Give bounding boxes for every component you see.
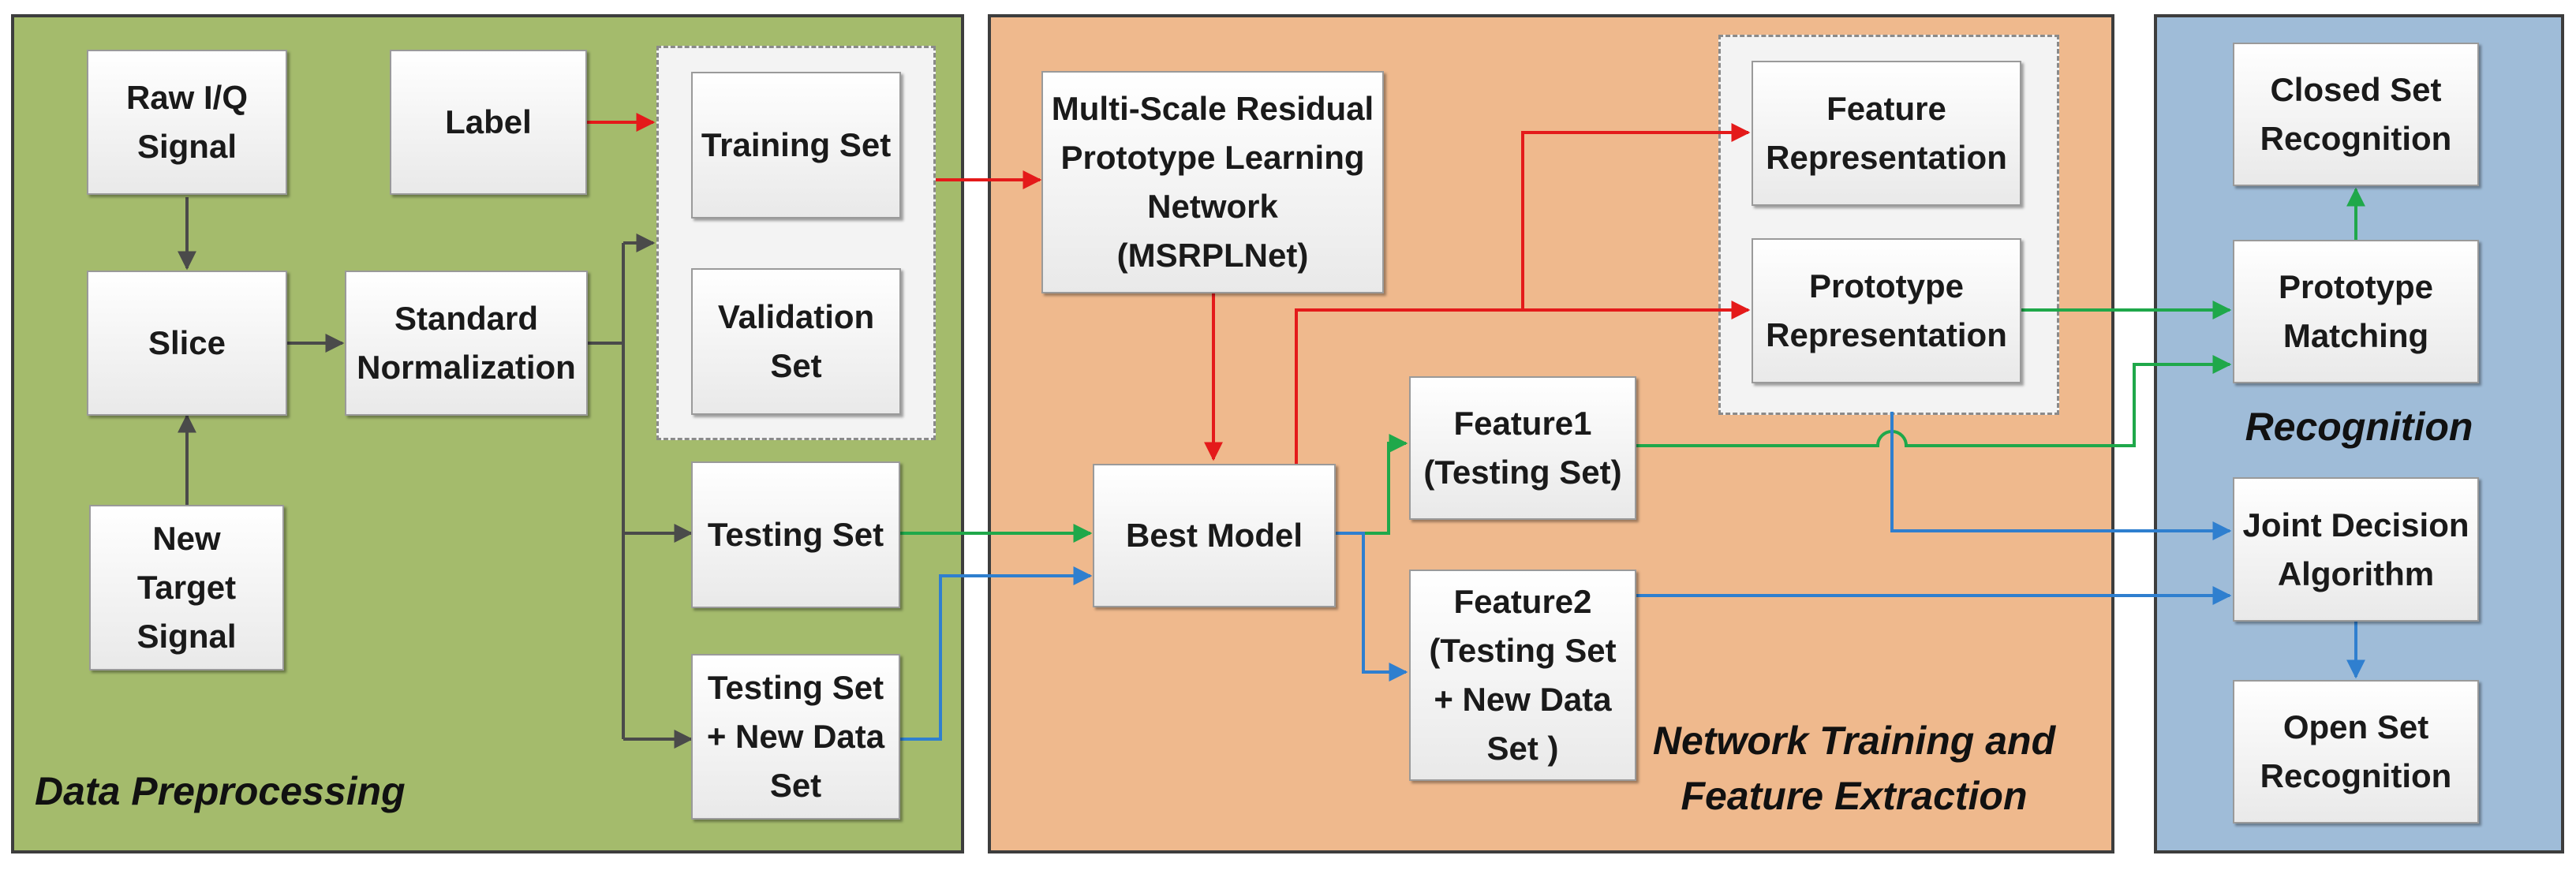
testing-new-data-set-node: Testing Set + New Data Set	[691, 654, 900, 820]
feature-representation-node: Feature Representation	[1752, 61, 2021, 206]
testing-set-node: Testing Set	[691, 461, 900, 608]
msrplnet-node: Multi-Scale Residual Prototype Learning …	[1041, 71, 1384, 293]
data-preprocessing-title: Data Preprocessing	[35, 769, 406, 813]
open-set-recognition-node: Open Set Recognition	[2233, 680, 2479, 824]
feature1-node: Feature1 (Testing Set)	[1409, 376, 1636, 520]
standard-normalization-node: Standard Normalization	[345, 271, 588, 416]
slice-node: Slice	[87, 271, 287, 416]
prototype-representation-node: Prototype Representation	[1752, 238, 2021, 383]
closed-set-recognition-node: Closed Set Recognition	[2233, 43, 2479, 186]
recognition-title: Recognition	[2245, 405, 2473, 449]
new-target-signal-node: New Target Signal	[89, 505, 284, 670]
prototype-matching-node: Prototype Matching	[2233, 240, 2479, 383]
training-set-node: Training Set	[691, 72, 901, 218]
network-training-title: Network Training and Feature Extraction	[1652, 719, 2056, 818]
joint-decision-algorithm-node: Joint Decision Algorithm	[2233, 477, 2479, 622]
feature2-node: Feature2 (Testing Set + New Data Set )	[1409, 570, 1636, 781]
label-node: Label	[390, 50, 587, 195]
raw-iq-signal-node: Raw I/Q Signal	[87, 50, 287, 195]
validation-set-node: Validation Set	[691, 268, 901, 415]
best-model-node: Best Model	[1093, 464, 1336, 607]
